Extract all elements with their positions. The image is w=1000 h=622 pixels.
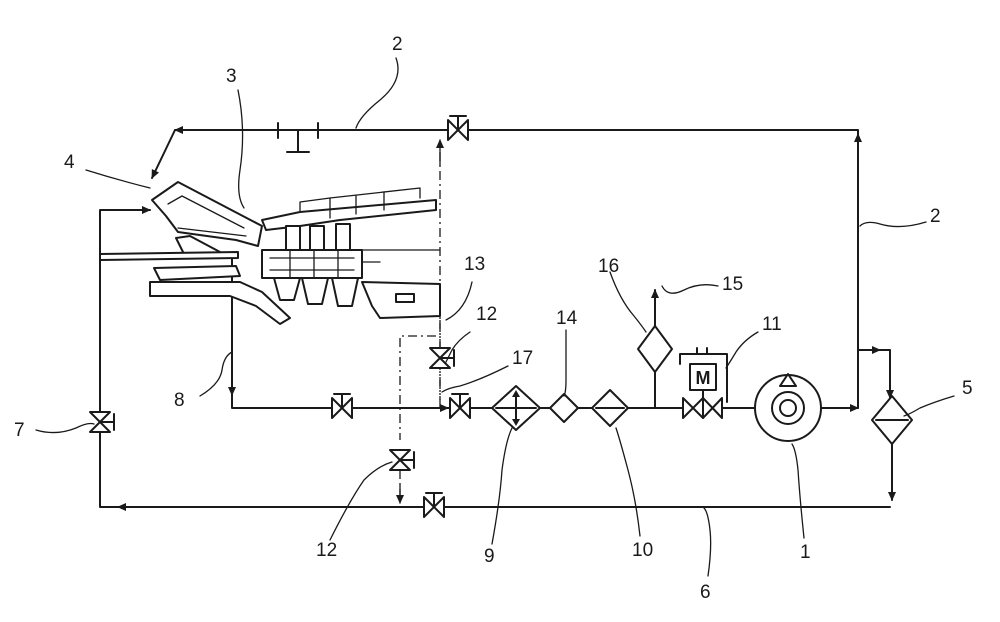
label-15: 15 <box>722 274 743 295</box>
drain-lines <box>400 140 448 503</box>
label-13: 13 <box>464 254 485 275</box>
label-14: 14 <box>556 308 578 329</box>
filter-5 <box>858 350 912 500</box>
label-8: 8 <box>174 390 185 411</box>
label-4: 4 <box>64 152 75 173</box>
label-17: 17 <box>512 348 533 369</box>
labels: 2 3 4 2 5 6 7 8 9 10 1 11 12 12 13 14 15… <box>14 34 973 603</box>
label-5: 5 <box>962 378 973 399</box>
valve-feed-1 <box>450 394 470 418</box>
label-16: 16 <box>598 256 619 277</box>
label-11: 11 <box>762 314 782 335</box>
label-9: 9 <box>484 546 495 567</box>
valve-top <box>448 116 468 140</box>
valve-12-lower <box>390 450 414 470</box>
supply-line-2 <box>152 123 858 408</box>
label-2-top: 2 <box>392 34 403 55</box>
valve-7 <box>90 412 114 432</box>
label-7: 7 <box>14 420 25 441</box>
label-2-right: 2 <box>930 206 941 227</box>
injector-assembly <box>100 182 440 324</box>
motor-letter: M <box>696 368 711 388</box>
label-6: 6 <box>700 582 711 603</box>
label-12-lower: 12 <box>316 540 337 561</box>
filter-10 <box>592 390 628 426</box>
component-14 <box>550 394 578 422</box>
valve-bottom <box>424 493 444 517</box>
filter-16 <box>638 290 672 408</box>
label-12-upper: 12 <box>476 304 497 325</box>
label-3: 3 <box>226 66 237 87</box>
valve-feed-2 <box>332 394 352 418</box>
valve-12-upper <box>430 348 454 368</box>
valve-11: M <box>680 348 727 418</box>
filter-9 <box>492 386 540 430</box>
pump-1 <box>755 374 858 441</box>
label-10: 10 <box>632 540 653 561</box>
label-1: 1 <box>800 542 811 563</box>
